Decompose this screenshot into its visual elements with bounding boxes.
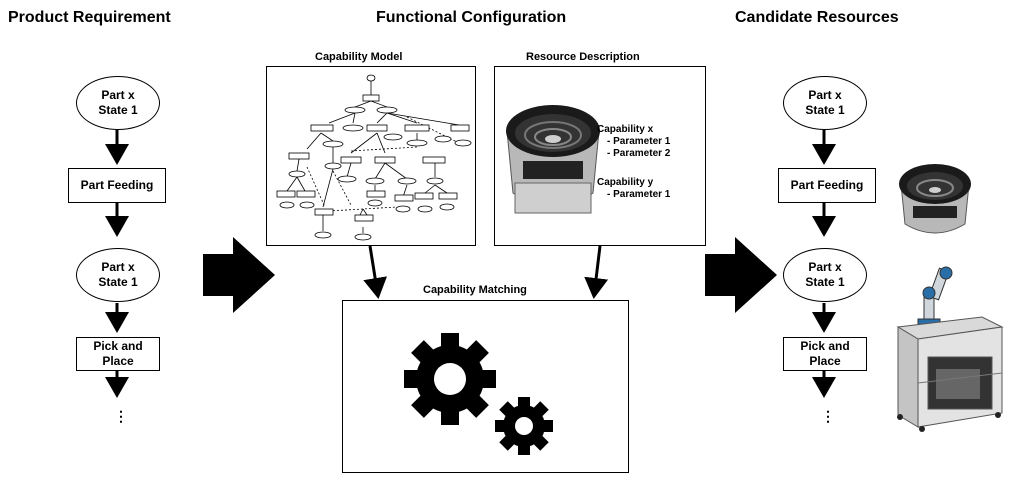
capability-tree-graph (276, 74, 472, 241)
resource-capability-y: Capability y (597, 177, 654, 188)
resource-cap-x-param-1: - Parameter 1 (607, 136, 671, 147)
oval-text-line1: Part x (808, 88, 842, 102)
right-bowl-feeder-image (899, 164, 971, 234)
box-text: Part Feeding (80, 178, 154, 192)
oval-text-line2: State 1 (98, 275, 138, 289)
capability-matching-title: Capability Matching (423, 284, 527, 296)
header-candidate-resources: Candidate Resources (735, 9, 899, 26)
header-product-requirement: Product Requirement (8, 9, 171, 26)
left-part-feeding-box: Part Feeding (68, 168, 166, 203)
arrow-resource-to-matching (584, 245, 609, 299)
resource-cap-x-param-2: - Parameter 2 (607, 148, 671, 159)
capability-model-title: Capability Model (315, 51, 403, 63)
capability-model-panel (266, 66, 476, 246)
oval-text-line2: State 1 (805, 275, 845, 289)
resource-capability-x: Capability x (597, 124, 654, 135)
resource-cap-y-param-1: - Parameter 1 (607, 189, 671, 200)
header-functional-configuration: Functional Configuration (376, 9, 567, 26)
arrow-model-to-matching (363, 245, 388, 299)
oval-text-line1: Part x (101, 88, 135, 102)
left-ellipsis: ⋮ (114, 408, 128, 424)
right-state-oval-1: Part x State 1 (783, 76, 867, 130)
right-state-oval-2: Part x State 1 (783, 248, 867, 302)
box-text-line1: Pick and (800, 339, 850, 353)
box-text-line2: Place (809, 354, 841, 368)
oval-text-line2: State 1 (805, 103, 845, 117)
oval-text-line1: Part x (101, 260, 135, 274)
block-arrow-left (203, 237, 275, 313)
box-text-line2: Place (102, 354, 134, 368)
oval-text-line1: Part x (808, 260, 842, 274)
box-text: Part Feeding (790, 178, 864, 192)
block-arrow-right (705, 237, 777, 313)
left-state-oval-1: Part x State 1 (76, 76, 160, 130)
right-pick-place-box: Pick and Place (783, 337, 867, 371)
right-part-feeding-box: Part Feeding (778, 168, 876, 203)
left-pick-place-box: Pick and Place (76, 337, 160, 371)
gears-icon (404, 333, 553, 455)
robot-cell-image (896, 266, 1004, 432)
capability-matching-panel (342, 300, 629, 473)
bowl-feeder-image (506, 105, 600, 214)
oval-text-line2: State 1 (98, 103, 138, 117)
resource-description-panel: Capability x - Parameter 1 - Parameter 2… (494, 66, 706, 246)
box-text-line1: Pick and (93, 339, 143, 353)
right-ellipsis: ⋮ (821, 408, 835, 424)
resource-description-title: Resource Description (526, 51, 640, 63)
left-state-oval-2: Part x State 1 (76, 248, 160, 302)
